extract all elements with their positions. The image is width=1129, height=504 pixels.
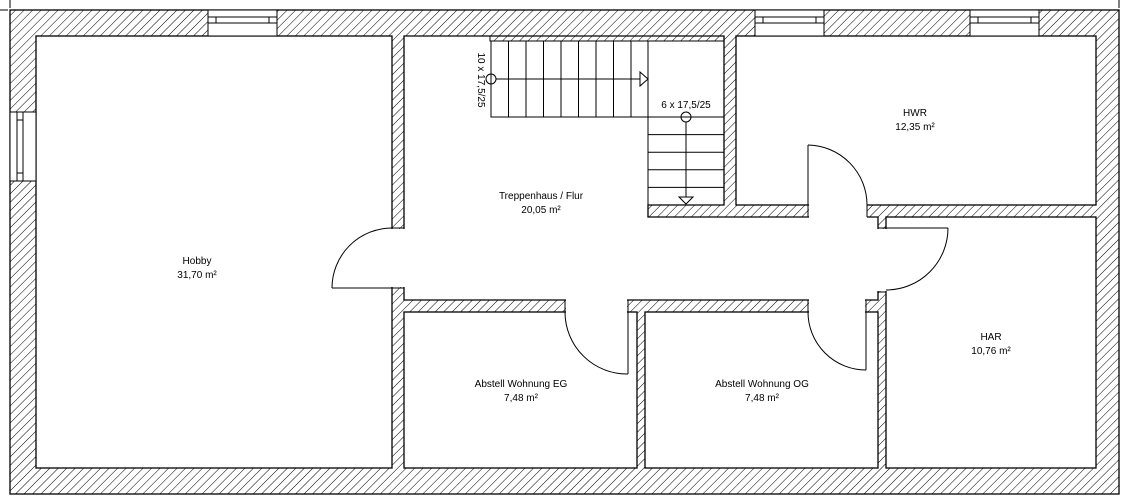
stair-lower-label: 6 x 17,5/25 bbox=[661, 100, 711, 111]
room-abstell-og[interactable] bbox=[644, 311, 879, 469]
room-name-har: HAR bbox=[980, 332, 1001, 343]
room-name-hobby: Hobby bbox=[183, 256, 212, 267]
window-left bbox=[9, 111, 37, 182]
window-top-3 bbox=[969, 9, 1040, 37]
door-har[interactable] bbox=[885, 227, 949, 291]
room-abstell-eg[interactable] bbox=[403, 311, 638, 469]
room-hobby[interactable] bbox=[35, 35, 393, 469]
room-har[interactable] bbox=[885, 216, 1097, 469]
room-area-hobby: 31,70 m² bbox=[177, 270, 217, 281]
room-area-hwr: 12,35 m² bbox=[895, 122, 935, 133]
room-area-hall: 20,05 m² bbox=[521, 205, 561, 216]
door-openings bbox=[390, 203, 888, 314]
window-top-2 bbox=[754, 9, 825, 37]
room-area-abstell-og: 7,48 m² bbox=[745, 393, 780, 404]
room-area-har: 10,76 m² bbox=[971, 346, 1011, 357]
stair-walk-line-lower bbox=[677, 111, 695, 205]
room-name-hwr: HWR bbox=[903, 108, 927, 119]
stair-walk-line-upper bbox=[485, 70, 649, 88]
door-abstell-eg[interactable] bbox=[564, 300, 629, 375]
room-hwr[interactable] bbox=[735, 35, 1097, 206]
room-area-abstell-eg: 7,48 m² bbox=[504, 393, 539, 404]
door-abstell-og[interactable] bbox=[807, 300, 867, 371]
door-hobby[interactable] bbox=[331, 227, 393, 289]
room-name-abstell-og: Abstell Wohnung OG bbox=[715, 379, 809, 390]
corner-marks bbox=[0, 0, 1120, 11]
room-name-hall: Treppenhaus / Flur bbox=[499, 191, 584, 202]
stair-upper-label: 10 x 17,5/25 bbox=[475, 52, 486, 107]
window-top-1 bbox=[207, 9, 278, 37]
room-name-abstell-eg: Abstell Wohnung EG bbox=[475, 379, 568, 390]
room-hall[interactable] bbox=[403, 35, 879, 301]
stair-wall-band bbox=[489, 35, 725, 42]
door-hwr[interactable] bbox=[807, 144, 868, 206]
